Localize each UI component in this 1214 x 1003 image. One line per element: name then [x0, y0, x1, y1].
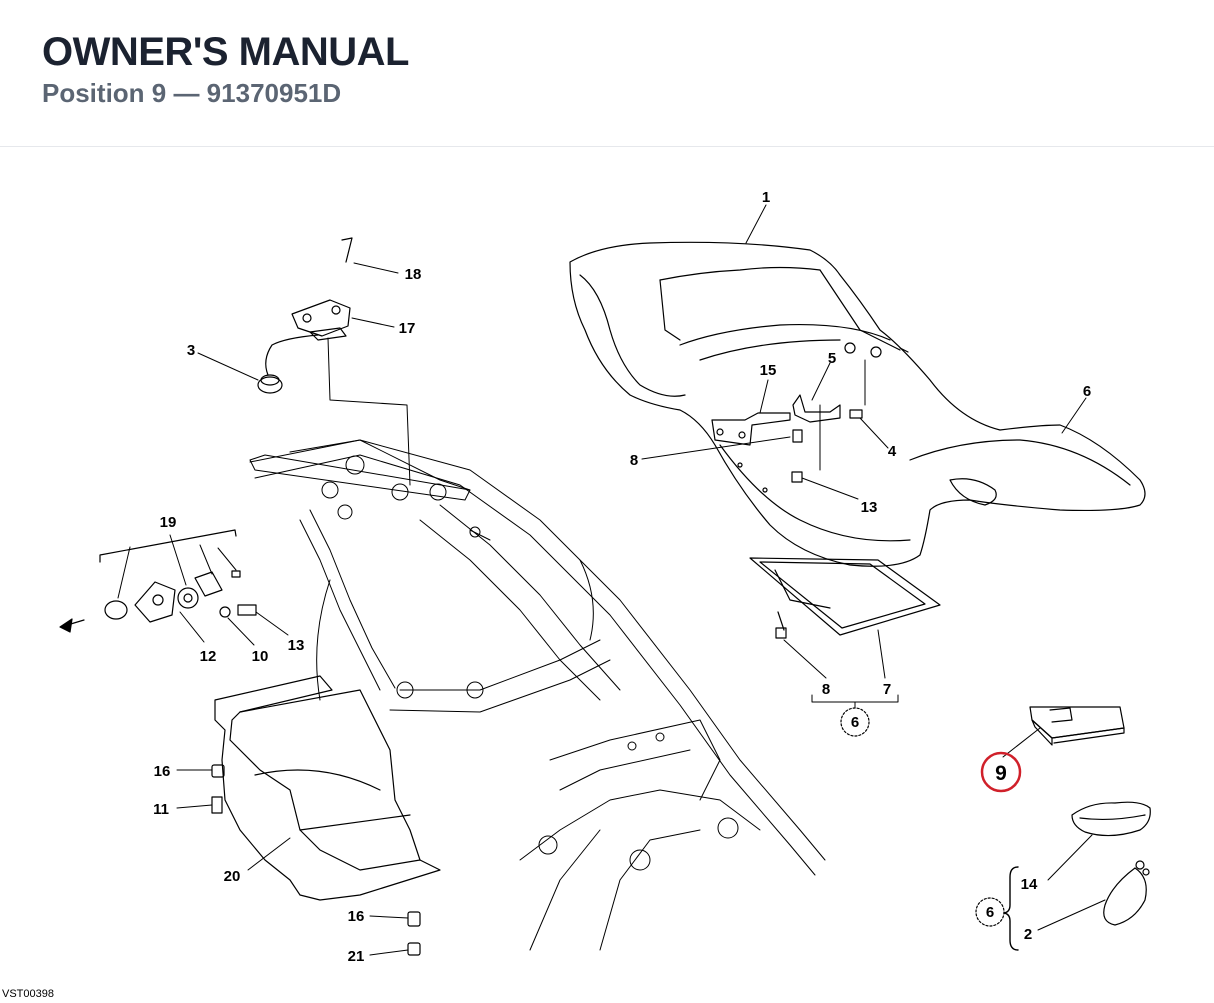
- callout-3: 3: [187, 342, 195, 359]
- reference-circle: [975, 897, 1005, 927]
- page-header: OWNER'S MANUAL Position 9 — 91370951D: [0, 0, 1214, 147]
- callout-19: 19: [160, 514, 177, 531]
- latch-assembly-drawing: [59, 529, 257, 633]
- callout-11: 11: [153, 801, 169, 818]
- page-title: OWNER'S MANUAL: [42, 30, 409, 74]
- subframe-drawing: [249, 439, 826, 951]
- highlight-ring: [980, 751, 1022, 793]
- callout-16-lower: 16: [348, 908, 365, 925]
- reference-circle: [840, 707, 870, 737]
- callout-8: 8: [630, 452, 638, 469]
- callout-16: 16: [154, 763, 171, 780]
- exploded-parts-diagram: 1 2 3 4 5 6 6 6 7 8 8 9 10 11 12 13 13 1…: [59, 189, 1151, 965]
- callout-17: 17: [399, 320, 416, 337]
- callout-9-highlighted: 9: [995, 762, 1007, 785]
- seat-bracket-drawing: [711, 342, 882, 493]
- callout-4: 4: [888, 443, 897, 460]
- callout-13-latch: 13: [288, 637, 305, 654]
- group-brace: [1003, 866, 1019, 951]
- seat-drawing: [569, 241, 1146, 567]
- callout-8-tray: 8: [822, 681, 830, 698]
- tool-kit-drawing: [1071, 801, 1151, 926]
- callout-14: 14: [1021, 876, 1038, 893]
- callout-15: 15: [760, 362, 777, 379]
- tray-drawing: [749, 557, 941, 639]
- seat-lock-drawing: [257, 237, 353, 394]
- callout-labels: 1 2 3 4 5 6 6 6 7 8 8 9 10 11 12 13 13 1…: [153, 189, 1091, 965]
- callout-13: 13: [861, 499, 878, 516]
- rear-guard-drawing: [211, 675, 441, 956]
- callout-5: 5: [828, 350, 836, 367]
- callout-6-tool-group: 6: [986, 904, 994, 921]
- callout-6-tray-group: 6: [851, 714, 859, 731]
- owners-manual-booklet-drawing: [1029, 706, 1125, 746]
- page-subtitle: Position 9 — 91370951D: [42, 78, 342, 108]
- leader-lines: [117, 204, 1106, 956]
- callout-1: 1: [762, 189, 770, 206]
- callout-21: 21: [348, 948, 365, 965]
- callout-2: 2: [1024, 926, 1032, 943]
- callout-6: 6: [1083, 383, 1091, 400]
- callout-10: 10: [252, 648, 269, 665]
- drawing-code: VST00398: [2, 988, 54, 1000]
- callout-20: 20: [224, 868, 241, 885]
- callout-7: 7: [883, 681, 891, 698]
- callout-12: 12: [200, 648, 217, 665]
- callout-18: 18: [405, 266, 422, 283]
